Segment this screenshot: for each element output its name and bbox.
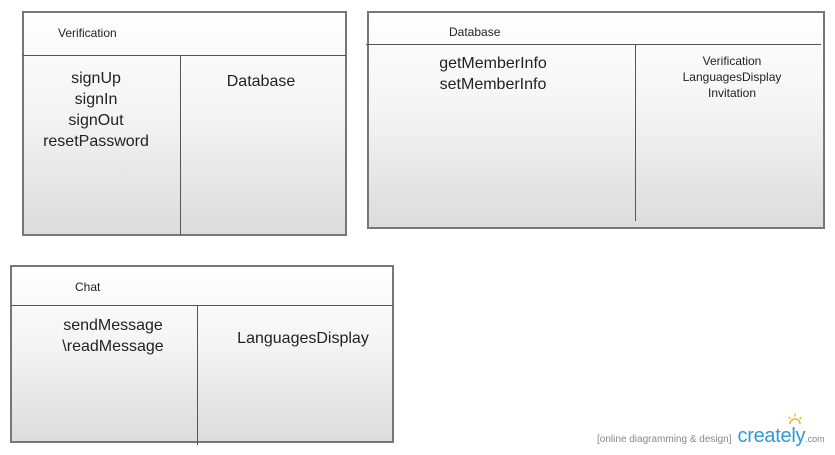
partner-item: Database	[226, 73, 296, 90]
verification-partners: Database	[182, 71, 340, 92]
verification-header-divider	[23, 55, 346, 56]
verification-title: Verification	[58, 26, 117, 40]
chat-card	[10, 265, 394, 443]
creately-logo: creately.com	[737, 413, 825, 448]
database-partners: Verification LanguagesDisplay Invitation	[652, 53, 812, 101]
method-item: signOut	[68, 112, 124, 129]
chat-methods: sendMessage \readMessage	[38, 315, 188, 357]
chat-column-divider	[197, 306, 198, 445]
creately-footer: [online diagramming & design] creately.c…	[597, 413, 825, 448]
chat-header-divider	[11, 305, 393, 306]
sun-icon	[787, 413, 802, 425]
partner-item: LanguagesDisplay	[682, 70, 782, 84]
method-item: resetPassword	[43, 133, 149, 150]
footer-tagline: [online diagramming & design]	[597, 434, 732, 445]
database-column-divider	[635, 45, 636, 221]
method-item: setMemberInfo	[439, 76, 547, 93]
method-item: signUp	[71, 70, 121, 87]
chat-title: Chat	[75, 280, 101, 294]
method-item: \readMessage	[62, 338, 164, 355]
verification-column-divider	[180, 56, 181, 235]
database-title: Database	[449, 25, 501, 39]
partner-item: LanguagesDisplay	[237, 330, 369, 347]
verification-card	[22, 11, 347, 236]
partner-item: Invitation	[707, 86, 757, 100]
method-item: signIn	[74, 91, 118, 108]
database-methods: getMemberInfo setMemberInfo	[420, 53, 566, 95]
database-card	[367, 11, 825, 229]
chat-partners: LanguagesDisplay	[222, 328, 384, 349]
logo-brand: creately	[737, 425, 806, 447]
partner-item: Verification	[702, 54, 762, 68]
method-item: getMemberInfo	[439, 55, 547, 72]
database-header-divider	[366, 44, 821, 45]
method-item: sendMessage	[63, 317, 163, 334]
logo-suffix: .com	[805, 434, 825, 444]
verification-methods: signUp signIn signOut resetPassword	[24, 68, 168, 152]
